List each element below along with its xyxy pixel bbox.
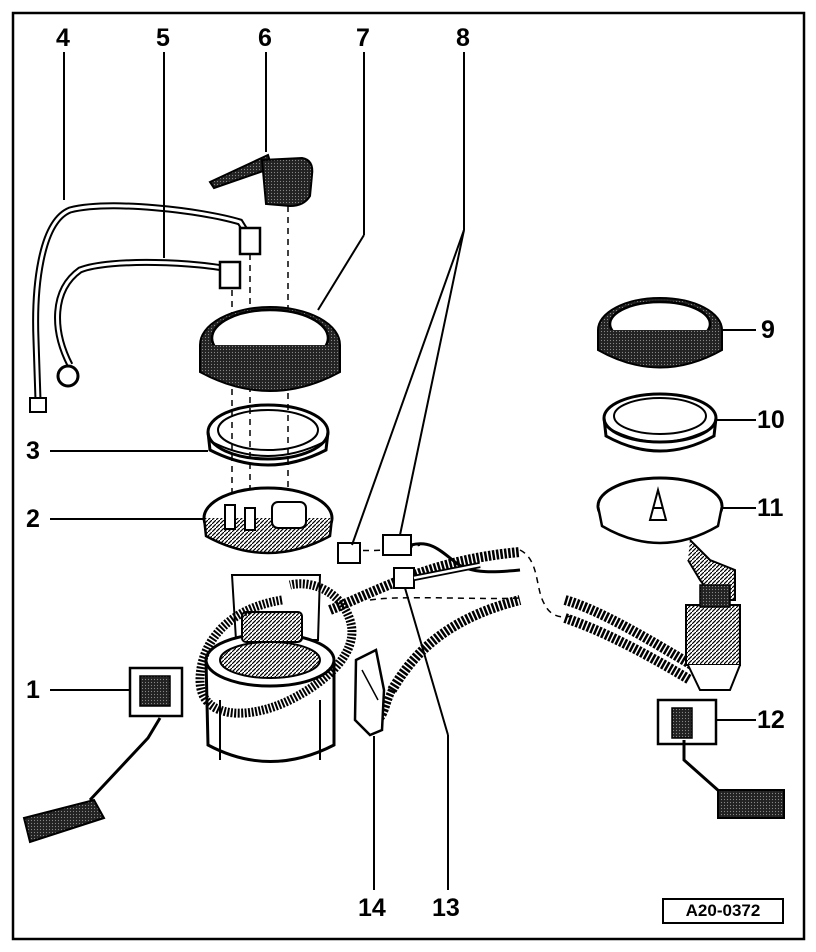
- frame: [11, 11, 806, 941]
- leader-lines: [50, 52, 756, 890]
- flange-right: [596, 476, 736, 601]
- ground-wire: [29, 202, 262, 413]
- fuel-gauge-sender-left: [22, 666, 184, 844]
- callout-1: 1: [26, 676, 40, 704]
- hose-clip: [353, 648, 386, 737]
- callout-5: 5: [156, 24, 170, 52]
- callout-12: 12: [757, 706, 785, 734]
- cap-seal: [208, 153, 314, 208]
- callout-6: 6: [258, 24, 272, 52]
- flange: [202, 486, 334, 555]
- callout-14: 14: [358, 894, 386, 922]
- seal-ring: [206, 403, 330, 467]
- callout-7: 7: [356, 24, 370, 52]
- callout-13: 13: [432, 894, 460, 922]
- locking-ring-right: [597, 297, 723, 369]
- locking-ring-large: [199, 306, 341, 392]
- seal-ring-right: [602, 392, 718, 453]
- callout-2: 2: [26, 505, 40, 533]
- callout-8: 8: [456, 24, 470, 52]
- connectors: [337, 534, 521, 589]
- figure-reference: A20-0372: [662, 898, 784, 924]
- fuel-gauge-sender-right: [656, 698, 785, 819]
- wire-with-eyelet: [54, 258, 242, 388]
- callout-3: 3: [26, 437, 40, 465]
- callout-9: 9: [761, 316, 775, 344]
- transfer-pump-right: [685, 584, 741, 691]
- callout-4: 4: [56, 24, 70, 52]
- callout-10: 10: [757, 406, 785, 434]
- corrugated-hoses: [195, 547, 703, 724]
- callout-11: 11: [757, 494, 784, 522]
